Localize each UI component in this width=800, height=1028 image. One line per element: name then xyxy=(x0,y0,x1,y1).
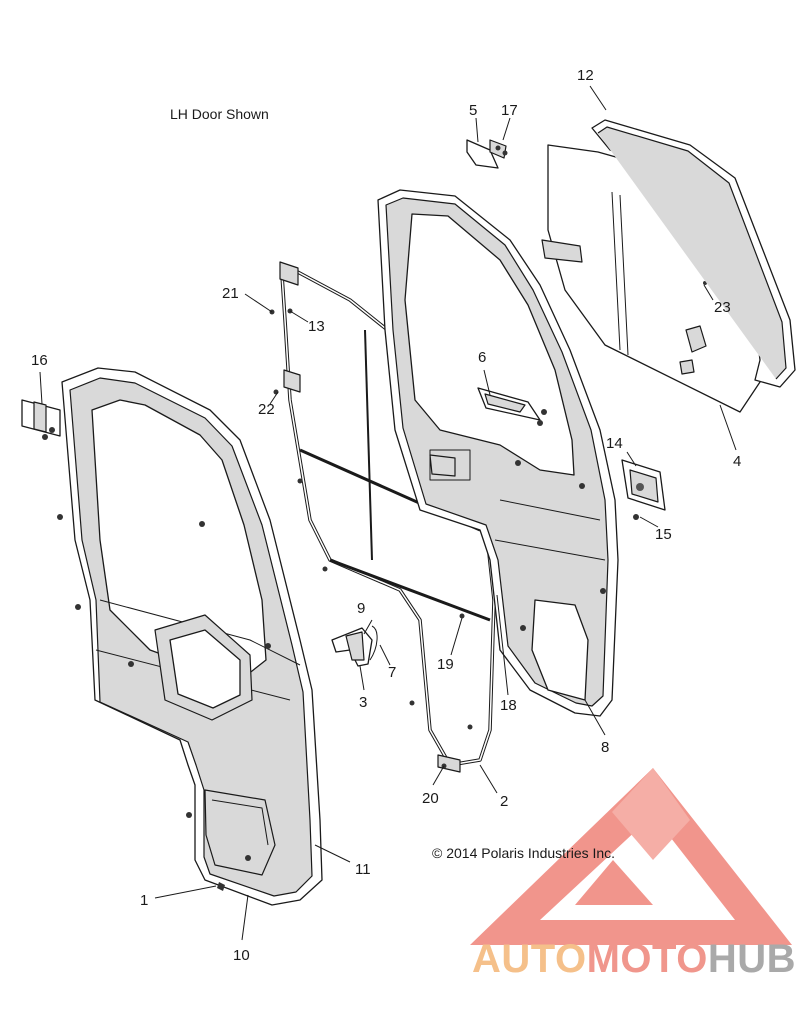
callout-9: 9 xyxy=(357,600,365,617)
callout-3: 3 xyxy=(359,694,367,711)
copyright-text: © 2014 Polaris Industries Inc. xyxy=(432,845,615,861)
watermark-hub: HUB xyxy=(708,937,796,981)
callout-1: 1 xyxy=(140,892,148,909)
callout-16: 16 xyxy=(31,352,48,369)
callout-11: 11 xyxy=(355,861,371,878)
automotohub-logo xyxy=(470,768,792,945)
callout-7: 7 xyxy=(388,664,396,681)
callout-12: 12 xyxy=(577,67,594,84)
callout-14: 14 xyxy=(606,435,623,452)
callout-labels: 1 10 11 2 20 3 9 7 19 18 8 4 15 14 6 23 … xyxy=(31,67,741,964)
view-note: LH Door Shown xyxy=(170,106,269,122)
callout-22: 22 xyxy=(258,401,275,418)
callout-4: 4 xyxy=(733,453,741,470)
upper-hinge xyxy=(466,139,508,169)
leader-lines xyxy=(39,85,737,941)
outer-door-panel xyxy=(57,367,323,906)
window-seal xyxy=(591,119,796,388)
watermark-wordmark: AUTOMOTOHUB xyxy=(472,937,796,981)
callout-2: 2 xyxy=(500,793,508,810)
lock-bracket xyxy=(331,625,378,667)
callout-21: 21 xyxy=(222,285,239,302)
callout-20: 20 xyxy=(422,790,439,807)
callout-17: 17 xyxy=(501,102,518,119)
door-handle-bracket xyxy=(477,387,547,426)
callout-6: 6 xyxy=(478,349,486,366)
callout-8: 8 xyxy=(601,739,609,756)
callout-15: 15 xyxy=(655,526,672,543)
callout-5: 5 xyxy=(469,102,477,119)
callout-19: 19 xyxy=(437,656,454,673)
watermark-moto: MOTO xyxy=(587,937,708,981)
latch-assembly xyxy=(621,459,666,520)
callout-10: 10 xyxy=(233,947,250,964)
callout-18: 18 xyxy=(500,697,517,714)
hinge-plate xyxy=(21,399,61,440)
callout-13: 13 xyxy=(308,318,325,335)
callout-23: 23 xyxy=(714,299,731,316)
watermark-auto: AUTO xyxy=(472,937,587,981)
